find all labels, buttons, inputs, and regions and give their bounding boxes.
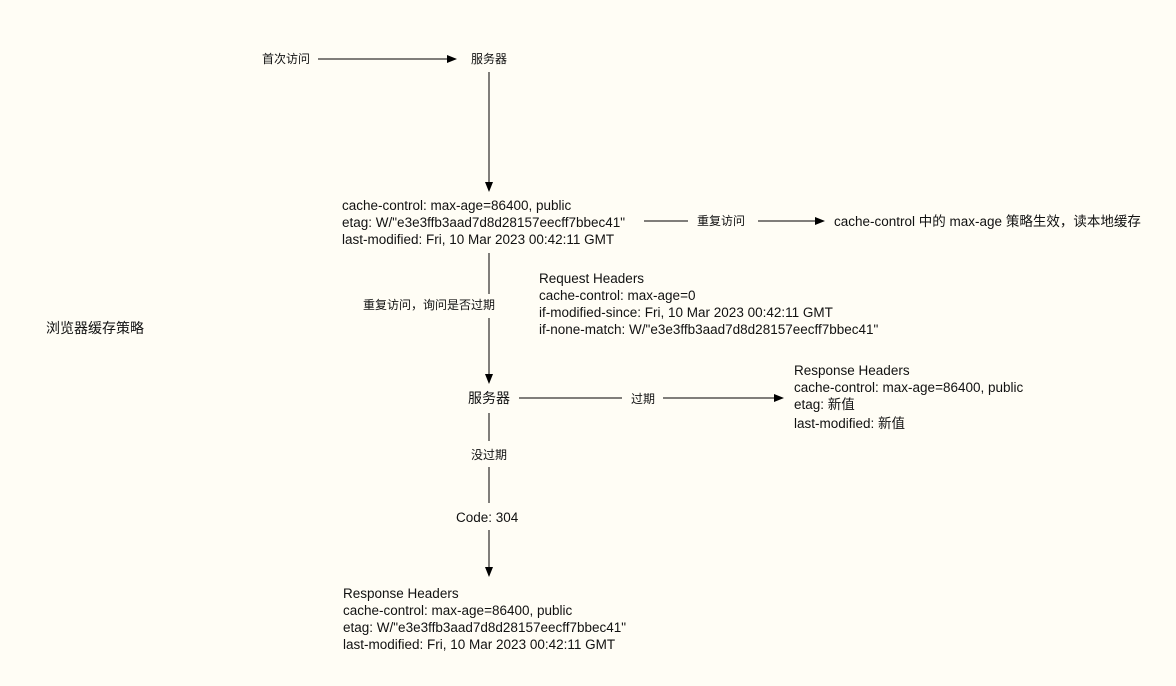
final-response-block: Response Headers cache-control: max-age=…	[343, 585, 626, 653]
final-response-line: Response Headers	[343, 586, 459, 601]
initial-response-line: cache-control: max-age=86400, public	[342, 198, 572, 213]
final-response-line: last-modified: Fri, 10 Mar 2023 00:42:11…	[343, 637, 616, 652]
server-top-node: 服务器	[471, 52, 508, 66]
request-headers-block: Request Headers cache-control: max-age=0…	[539, 270, 878, 338]
expired-label: 过期	[631, 392, 656, 406]
repeat-ask-label: 重复访问，询问是否过期	[363, 298, 496, 312]
request-headers-line: if-none-match: W/"e3e3ffb3aad7d8d28157ee…	[539, 322, 879, 337]
final-response-line: etag: W/"e3e3ffb3aad7d8d28157eecff7bbec4…	[343, 620, 627, 635]
expired-response-line: last-modified: 新值	[794, 416, 906, 431]
repeat-visit-label: 重复访问	[697, 214, 746, 228]
initial-response-line: last-modified: Fri, 10 Mar 2023 00:42:11…	[342, 232, 615, 247]
expired-response-block: Response Headers cache-control: max-age=…	[794, 362, 1023, 432]
first-visit-label: 首次访问	[262, 52, 311, 66]
expired-response-line: Response Headers	[794, 363, 910, 378]
expired-response-line: etag: 新值	[794, 397, 855, 412]
final-response-line: cache-control: max-age=86400, public	[343, 603, 573, 618]
request-headers-line: if-modified-since: Fri, 10 Mar 2023 00:4…	[539, 305, 833, 320]
server-mid-node: 服务器	[468, 390, 510, 406]
code-304-node: Code: 304	[456, 510, 519, 525]
initial-response-line: etag: W/"e3e3ffb3aad7d8d28157eecff7bbec4…	[342, 215, 626, 230]
expired-response-line: cache-control: max-age=86400, public	[794, 380, 1024, 395]
repeat-result-text: cache-control 中的 max-age 策略生效，读本地缓存	[834, 214, 1141, 229]
diagram-title: 浏览器缓存策略	[46, 320, 144, 336]
not-expired-label: 没过期	[471, 448, 508, 462]
request-headers-line: Request Headers	[539, 271, 645, 286]
request-headers-line: cache-control: max-age=0	[539, 288, 696, 303]
initial-response-block: cache-control: max-age=86400, public eta…	[342, 197, 625, 248]
